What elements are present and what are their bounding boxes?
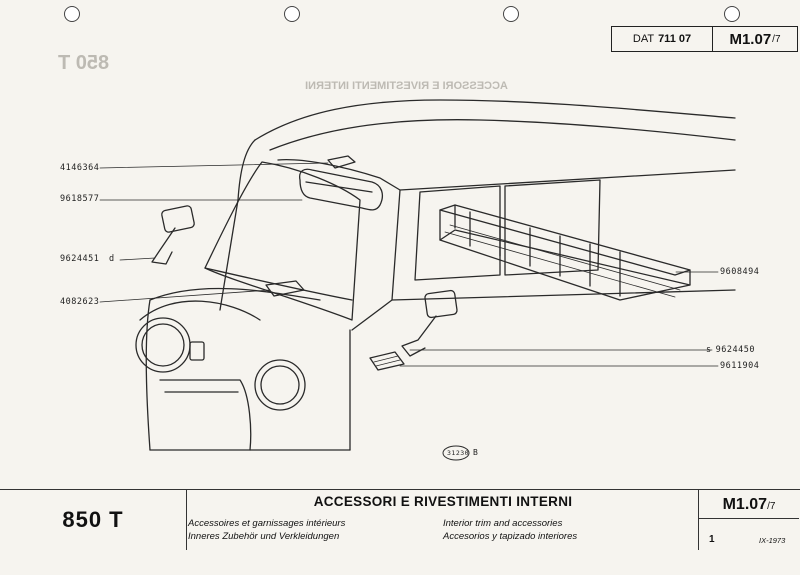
issue-date: IX-1973 — [759, 536, 786, 545]
title-spanish: Accesorios y tapizado interiores — [443, 531, 578, 542]
title-english: Interior trim and accessories — [443, 518, 563, 529]
title-german: Inneres Zubehör und Verkleidungen — [188, 531, 340, 542]
title-cell: ACCESSORI E RIVESTIMENTI INTERNI Accesso… — [188, 490, 698, 550]
part-label-4146364: 4146364 — [60, 163, 100, 173]
part-qualifier: d — [108, 254, 115, 264]
binder-hole-3 — [503, 6, 519, 22]
title-block: 850 T ACCESSORI E RIVESTIMENTI INTERNI A… — [0, 489, 800, 575]
footer-code-divider — [699, 518, 799, 519]
model-name: 850 T — [0, 490, 187, 550]
title-italian: ACCESSORI E RIVESTIMENTI INTERNI — [313, 494, 573, 509]
binder-hole-1 — [64, 6, 80, 22]
part-label-9618577: 9618577 — [60, 194, 100, 204]
binder-hole-4 — [724, 6, 740, 22]
sheet-code-cell: M1.07/7 — [713, 27, 797, 51]
footer-code-cell: M1.07/7 1 IX-1973 — [698, 490, 800, 550]
sheet-suffix: /7 — [772, 33, 781, 45]
dat-cell: DAT 711 07 — [612, 27, 713, 51]
figure-number: 31230 — [447, 449, 470, 457]
dat-label: DAT — [632, 33, 655, 45]
dat-number: 711 07 — [658, 33, 692, 45]
sheet-code: M1.07 — [729, 30, 772, 48]
figure-letter: B — [473, 448, 479, 457]
part-label-9608494: 9608494 — [720, 267, 760, 277]
part-label-4082623: 4082623 — [60, 297, 100, 307]
part-label-9611904: 9611904 — [720, 361, 760, 371]
van-interior-drawing — [99, 99, 736, 461]
binder-hole-2 — [284, 6, 300, 22]
sheet-reference-box: DAT 711 07 M1.07/7 — [611, 26, 798, 52]
footer-sheet-code: M1.07/7 — [722, 496, 776, 513]
title-french: Accessoires et garnissages intérieurs — [188, 518, 346, 529]
page-number: 1 — [709, 534, 715, 545]
part-qualifier: s — [706, 345, 712, 355]
part-label-9624451: 9624451 d — [60, 254, 115, 264]
